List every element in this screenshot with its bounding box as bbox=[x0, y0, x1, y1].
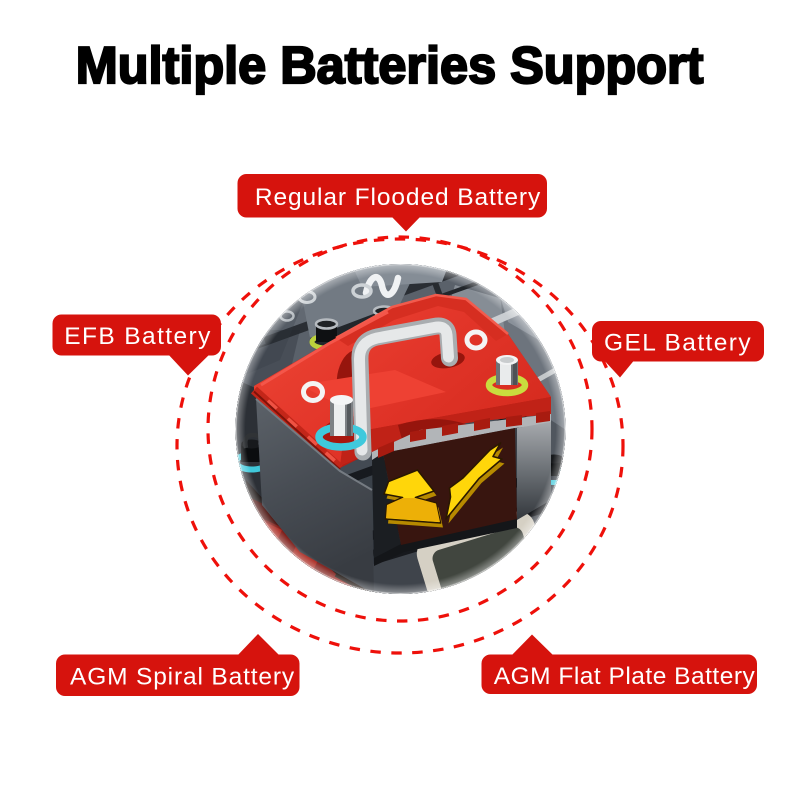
svg-text:EFB Battery: EFB Battery bbox=[64, 323, 211, 350]
svg-text:GEL Battery: GEL Battery bbox=[604, 330, 752, 357]
svg-text:AGM Spiral Battery: AGM Spiral Battery bbox=[70, 664, 295, 691]
svg-text:AGM Flat Plate Battery: AGM Flat Plate Battery bbox=[494, 663, 756, 690]
svg-text:Regular Flooded Battery: Regular Flooded Battery bbox=[255, 184, 541, 211]
